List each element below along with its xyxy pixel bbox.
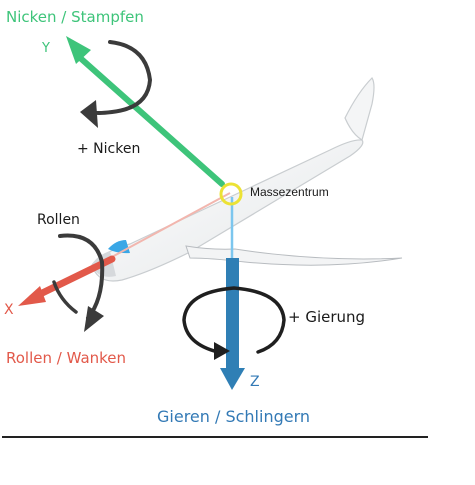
roll-label: Rollen xyxy=(37,212,80,228)
z-axis-line xyxy=(226,258,239,370)
roll-rotation-arrow-icon xyxy=(58,233,105,320)
roll-rotation-tail-icon xyxy=(52,280,78,314)
y-axis-line xyxy=(75,53,225,187)
glider-tail-fin xyxy=(344,77,375,141)
z-axis-arrowhead xyxy=(220,368,245,390)
z-axis-letter: Z xyxy=(250,374,260,390)
pitch-rotation-arrowhead-icon xyxy=(80,100,98,128)
pitch-rotation-arrow-icon xyxy=(90,40,153,115)
yaw-label: + Gierung xyxy=(288,308,366,326)
pitch-label: + Nicken xyxy=(77,141,141,157)
x-axis-inner-line xyxy=(109,192,231,259)
yaw-rotation-arrowhead-icon xyxy=(214,342,230,360)
center-of-mass-label: Massezentrum xyxy=(250,185,329,199)
x-axis-line xyxy=(28,255,116,302)
glider-fuselage xyxy=(91,139,364,282)
x-axis-title: Rollen / Wanken xyxy=(6,349,127,367)
glider-wing xyxy=(185,245,403,266)
y-axis-title: Nicken / Stampfen xyxy=(6,8,144,26)
roll-rotation-arrowhead-icon xyxy=(84,306,104,332)
center-of-mass-marker xyxy=(219,182,243,206)
y-axis-arrowhead xyxy=(66,36,91,64)
x-axis-letter: X xyxy=(4,302,14,318)
yaw-rotation-arrow-icon xyxy=(182,286,286,354)
z-axis-title: Gieren / Schlingern xyxy=(157,407,311,426)
y-axis-letter: Y xyxy=(42,41,50,56)
x-axis-arrowhead xyxy=(18,286,46,306)
